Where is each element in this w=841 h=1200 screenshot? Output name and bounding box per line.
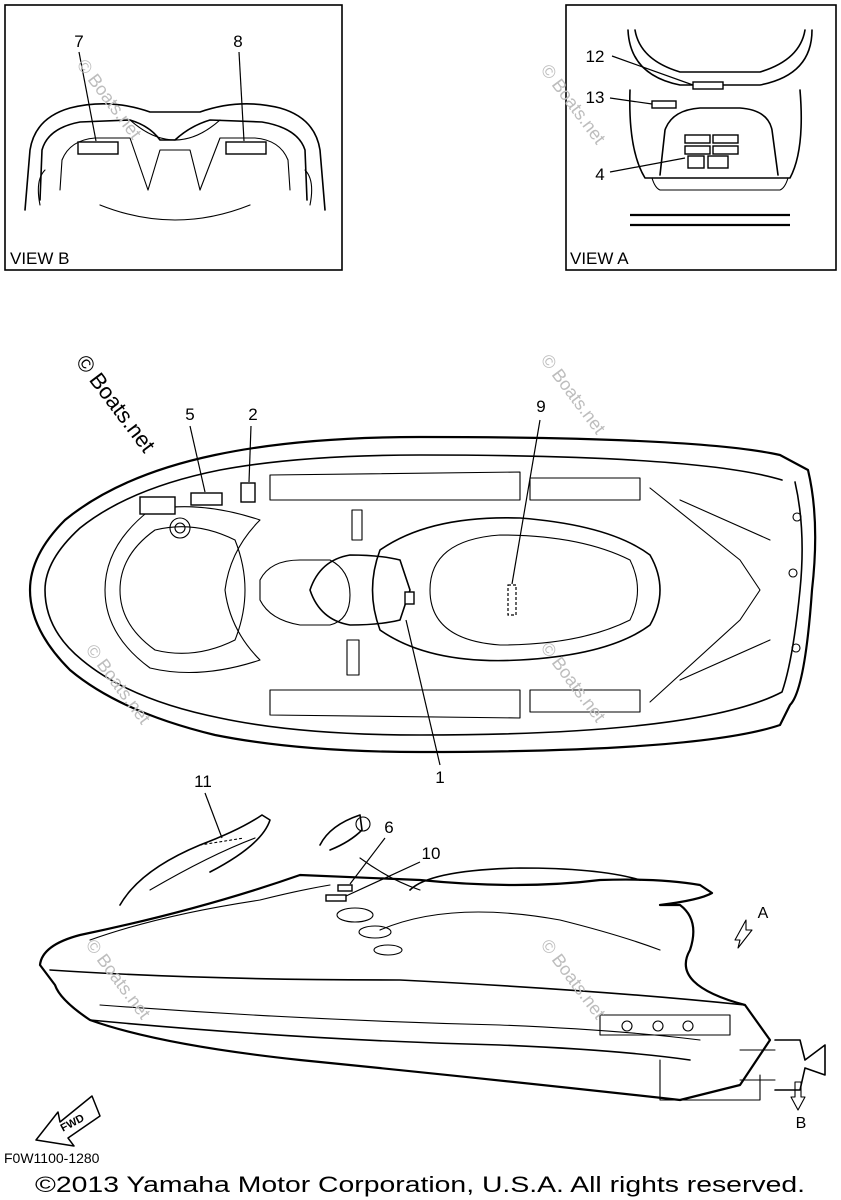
view-a-arrow-icon	[734, 919, 753, 949]
callout-4: 4	[595, 165, 604, 184]
callout-2: 2	[248, 405, 257, 424]
fwd-arrow-icon: FWD	[35, 1095, 101, 1147]
callout-13: 13	[586, 88, 605, 107]
view-a-label: VIEW A	[570, 249, 629, 268]
decal-4d	[712, 145, 739, 155]
top-view: 5 2 9 1	[28, 397, 817, 787]
watermark-top-right: © Boats.net	[537, 350, 610, 437]
decal-2	[240, 482, 256, 503]
callout-12: 12	[586, 47, 605, 66]
side-view: 11 6 10 A B FWD	[35, 772, 826, 1147]
decal-13	[651, 100, 677, 109]
arrow-label-b: B	[796, 1115, 807, 1132]
decal-4b	[712, 134, 739, 144]
view-b-label: VIEW B	[10, 249, 70, 268]
decal-4e	[687, 155, 705, 169]
decal-5	[190, 492, 223, 506]
callout-8: 8	[233, 32, 242, 51]
view-b-frame	[4, 4, 343, 271]
watermark-main: © Boats.net	[71, 350, 160, 457]
decal-7	[77, 141, 119, 155]
figure-code: F0W1100-1280	[4, 1150, 100, 1166]
decal-6	[337, 884, 353, 892]
callout-1: 1	[435, 768, 444, 787]
decal-4f	[707, 155, 729, 169]
decal-3	[139, 496, 176, 515]
decal-10	[325, 894, 347, 902]
watermark-view-b: © Boats.net	[73, 55, 146, 142]
watermark-mid-right: © Boats.net	[537, 638, 610, 725]
callout-9: 9	[536, 397, 545, 416]
decal-8	[225, 141, 267, 155]
inset-view-a: 12 13 4 VIEW A	[565, 4, 837, 271]
view-b-arrow-icon	[790, 1081, 806, 1111]
decal-9	[507, 584, 517, 616]
watermark-side-right: © Boats.net	[537, 935, 610, 1022]
view-a-frame	[565, 4, 837, 271]
callout-10: 10	[422, 844, 441, 863]
watermark-top-left: © Boats.net	[82, 640, 155, 727]
inset-view-b: 7 8 VIEW B	[4, 4, 343, 271]
callout-6: 6	[384, 818, 393, 837]
decal-1	[404, 591, 415, 605]
copyright-notice: ©2013 Yamaha Motor Corporation, U.S.A. A…	[35, 1172, 805, 1197]
watermark-side-left: © Boats.net	[82, 935, 155, 1022]
decal-4c	[684, 145, 711, 155]
callout-7: 7	[74, 32, 83, 51]
decal-12	[692, 81, 724, 90]
arrow-label-a: A	[758, 905, 769, 922]
callout-5: 5	[185, 405, 194, 424]
callout-11: 11	[194, 772, 212, 791]
decal-4a	[684, 134, 711, 144]
